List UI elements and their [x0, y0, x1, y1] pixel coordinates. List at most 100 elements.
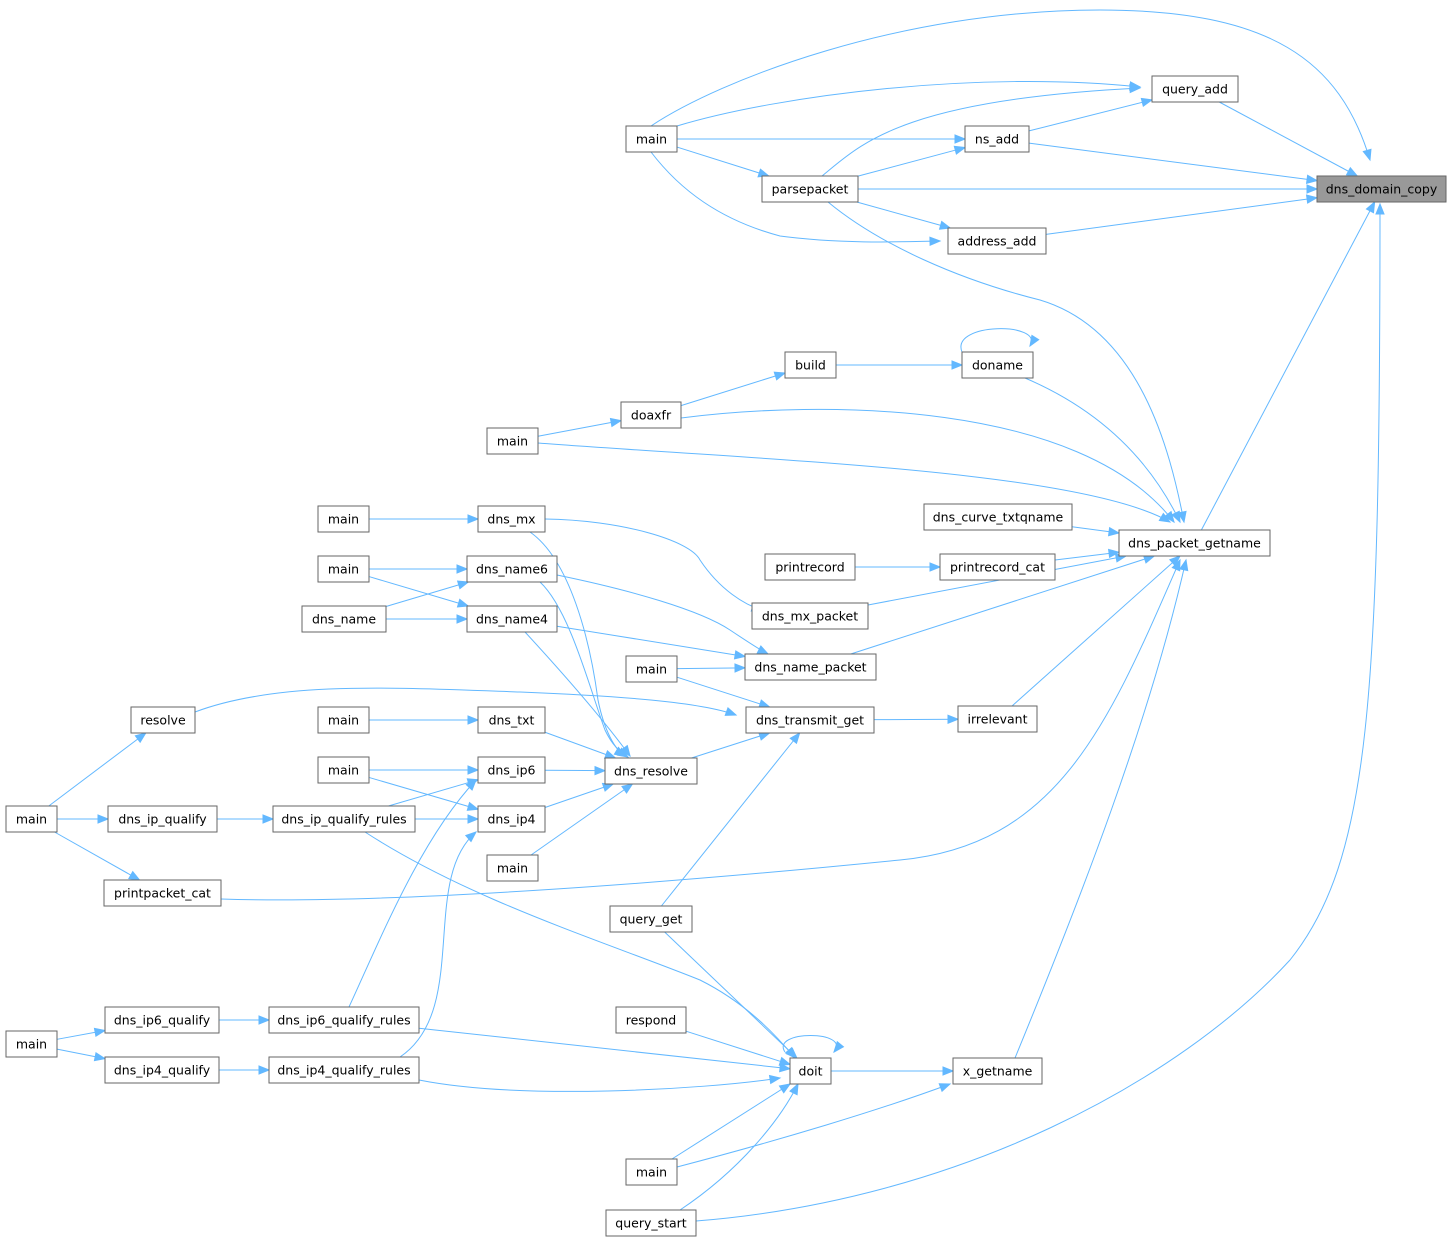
- node-main3[interactable]: main: [317, 505, 370, 533]
- node-x_getname[interactable]: x_getname: [952, 1057, 1043, 1085]
- node-address_add[interactable]: address_add: [947, 227, 1047, 255]
- edge-main10-to-dns_ip6_qualify: [56, 1027, 107, 1040]
- node-dns_ip6_qualify[interactable]: dns_ip6_qualify: [104, 1006, 220, 1034]
- node-label: printrecord_cat: [950, 560, 1045, 575]
- node-label: doname: [972, 358, 1023, 373]
- node-dns_name_packet[interactable]: dns_name_packet: [744, 653, 877, 681]
- node-respond[interactable]: respond: [615, 1006, 687, 1034]
- edge-dns_name-to-dns_name6: [385, 580, 470, 607]
- node-label: dns_transmit_get: [756, 713, 864, 728]
- edge-dns_transmit_get-to-irrelevant: [873, 714, 960, 725]
- node-dns_ip_qualify[interactable]: dns_ip_qualify: [107, 805, 218, 833]
- edge-main8-to-printpacket_cat: [54, 831, 141, 881]
- node-label: query_start: [615, 1216, 687, 1231]
- node-label: dns_ip4: [488, 812, 536, 827]
- node-label: dns_ip4_qualify_rules: [277, 1063, 410, 1078]
- node-main10[interactable]: main: [5, 1030, 58, 1058]
- node-query_get[interactable]: query_get: [609, 905, 693, 933]
- node-printrecord[interactable]: printrecord: [764, 553, 856, 581]
- node-build[interactable]: build: [784, 351, 837, 379]
- node-label: dns_mx_packet: [762, 609, 858, 624]
- edge-parsepacket-to-query_add: [821, 83, 1142, 177]
- node-dns_ip4[interactable]: dns_ip4: [477, 805, 546, 833]
- node-label: dns_ip6_qualify_rules: [277, 1013, 410, 1028]
- edge-dns_resolve-to-dns_transmit_get: [691, 731, 771, 759]
- node-dns_curve_txtqname[interactable]: dns_curve_txtqname: [923, 503, 1073, 531]
- edge-dns_ip6_qualify_rules-to-dns_ip6: [348, 779, 477, 1008]
- edge-dns_name6-to-dns_name_packet: [556, 574, 770, 655]
- node-dns_packet_getname[interactable]: dns_packet_getname: [1118, 529, 1271, 557]
- edge-dns_name-to-dns_name4: [386, 614, 469, 624]
- node-label: dns_ip_qualify: [118, 812, 207, 827]
- node-dns_mx[interactable]: dns_mx: [477, 505, 546, 533]
- edge-ns_add-to-root: [1028, 142, 1319, 184]
- node-label: main: [16, 1037, 47, 1052]
- node-irrelevant[interactable]: irrelevant: [957, 705, 1038, 733]
- node-dns_resolve[interactable]: dns_resolve: [604, 757, 698, 785]
- edge-main1-to-query_add: [676, 80, 1142, 127]
- node-label: dns_name: [312, 612, 376, 627]
- node-main5[interactable]: main: [625, 655, 678, 683]
- edge-dns_ip4_qualify_rules-to-doit: [418, 1074, 782, 1092]
- node-label: main: [497, 434, 528, 449]
- node-doit[interactable]: doit: [789, 1057, 832, 1085]
- node-dns_name[interactable]: dns_name: [301, 605, 387, 633]
- node-dns_ip4_qualify_rules[interactable]: dns_ip4_qualify_rules: [268, 1056, 420, 1084]
- node-main1[interactable]: main: [625, 125, 678, 153]
- edge-query_add-to-root: [1219, 101, 1359, 177]
- node-main9[interactable]: main: [486, 854, 539, 882]
- node-label: main: [328, 713, 359, 728]
- edge-main8-to-dns_ip_qualify: [57, 814, 110, 824]
- edge-main11-to-x_getname: [676, 1083, 952, 1168]
- node-main7[interactable]: main: [317, 756, 370, 784]
- node-printrecord_cat[interactable]: printrecord_cat: [939, 553, 1056, 581]
- edge-ns_add-to-query_add: [1028, 97, 1154, 132]
- edge-irrelevant-to-dns_packet_getname: [1011, 555, 1181, 707]
- node-label: printpacket_cat: [114, 886, 211, 901]
- node-label: doaxfr: [631, 408, 672, 423]
- node-dns_transmit_get[interactable]: dns_transmit_get: [745, 706, 875, 734]
- node-main8[interactable]: main: [5, 805, 58, 833]
- node-dns_txt[interactable]: dns_txt: [477, 706, 546, 734]
- node-resolve[interactable]: resolve: [130, 706, 196, 734]
- edge-main10-to-dns_ip4_qualify: [56, 1048, 107, 1062]
- node-label: irrelevant: [968, 712, 1028, 727]
- node-ns_add[interactable]: ns_add: [964, 125, 1030, 153]
- node-main11[interactable]: main: [625, 1158, 678, 1186]
- edge-printrecord_cat-to-dns_packet_getname: [1054, 548, 1121, 561]
- node-label: ns_add: [975, 132, 1019, 147]
- node-main4[interactable]: main: [317, 555, 370, 583]
- node-query_add[interactable]: query_add: [1151, 75, 1239, 103]
- node-main2[interactable]: main: [486, 427, 539, 455]
- node-doaxfr[interactable]: doaxfr: [620, 401, 682, 429]
- node-label: dns_txt: [489, 713, 535, 728]
- edge-build-to-doname: [836, 360, 964, 370]
- node-dns_mx_packet[interactable]: dns_mx_packet: [751, 602, 869, 630]
- node-parsepacket[interactable]: parsepacket: [761, 175, 859, 203]
- node-dns_ip6_qualify_rules[interactable]: dns_ip6_qualify_rules: [268, 1006, 420, 1034]
- edge-query_get-to-doit: [664, 931, 798, 1059]
- edge-x_getname-to-dns_packet_getname: [1014, 558, 1189, 1059]
- node-dns_name4[interactable]: dns_name4: [466, 605, 558, 633]
- node-query_start[interactable]: query_start: [605, 1209, 697, 1237]
- edge-main9-to-dns_resolve: [530, 783, 634, 856]
- node-dns_ip4_qualify[interactable]: dns_ip4_qualify: [104, 1056, 220, 1084]
- node-printpacket_cat[interactable]: printpacket_cat: [103, 879, 222, 907]
- node-dns_ip_qualify_rules[interactable]: dns_ip_qualify_rules: [272, 805, 416, 833]
- node-label: dns_name6: [476, 562, 548, 577]
- node-doname[interactable]: doname: [961, 351, 1034, 379]
- edge-dns_ip_qualify_rules-to-doit: [364, 831, 796, 1060]
- node-root[interactable]: dns_domain_copy: [1316, 175, 1447, 203]
- node-dns_ip6[interactable]: dns_ip6: [477, 756, 546, 784]
- edge-main5-to-dns_transmit_get: [676, 676, 771, 709]
- node-main6[interactable]: main: [317, 706, 370, 734]
- edge-dns_name4-to-dns_resolve: [524, 631, 631, 758]
- edge-parsepacket-to-root: [858, 184, 1319, 194]
- edge-doaxfr-to-build: [680, 371, 787, 407]
- node-dns_name6[interactable]: dns_name6: [466, 555, 558, 583]
- edge-main1-to-ns_add: [677, 134, 967, 144]
- edge-main2-to-dns_packet_getname: [537, 442, 1172, 523]
- edge-main6-to-dns_txt: [369, 715, 480, 725]
- node-label: main: [636, 1165, 667, 1180]
